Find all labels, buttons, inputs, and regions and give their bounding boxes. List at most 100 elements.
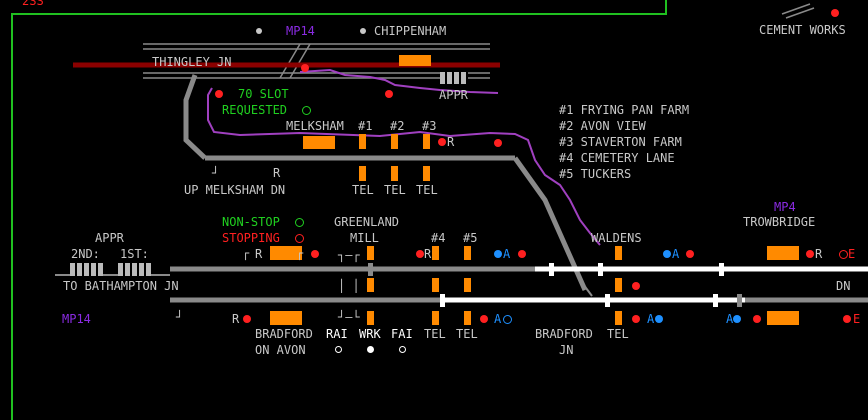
crossing-4-mid[interactable] (432, 278, 439, 292)
greenland-indicator-down[interactable] (367, 246, 374, 260)
berth-trowbridge-up[interactable] (767, 311, 799, 325)
crossing-1-tel-indicator[interactable] (359, 166, 366, 181)
mp14-marker: MP14 (286, 24, 315, 38)
block-sep-1 (549, 263, 554, 276)
appr-top-label: APPR (439, 88, 468, 102)
signal-trowbridge-r[interactable] (806, 250, 814, 258)
waldens-indicator-mid[interactable] (615, 278, 622, 292)
signal-mill-r[interactable] (416, 250, 424, 258)
signal-bradford-r2-letter: R (232, 312, 240, 326)
crossing-1-indicator[interactable] (359, 134, 366, 149)
tel-3: TEL (416, 183, 438, 197)
greenland-indicator-up[interactable] (367, 311, 374, 325)
signal-trowbridge-a-up[interactable] (733, 315, 741, 323)
appr-1st-blocks (118, 263, 151, 276)
appr-left-1st: 1ST: (120, 247, 149, 261)
chippenham-label: CHIPPENHAM (374, 24, 447, 38)
indicator-fai[interactable] (399, 346, 406, 353)
signal-thingley-red[interactable] (301, 64, 309, 72)
signal-trowbridge-west-up[interactable] (753, 315, 761, 323)
signal-mill-east[interactable] (518, 250, 526, 258)
crossing-4-indicator[interactable] (432, 246, 439, 260)
berth-trowbridge-down[interactable] (767, 246, 799, 260)
bradford-jn-line2: JN (559, 343, 574, 357)
crossing-2-tel-indicator[interactable] (391, 166, 398, 181)
berth-bradford-down[interactable] (270, 246, 302, 260)
signal-bradford-up[interactable] (243, 315, 251, 323)
signal-melksham-east[interactable] (494, 139, 502, 147)
slot-line1: 70 SLOT (238, 87, 289, 101)
crossing-1-label: #1 (358, 119, 373, 133)
greenland-indicator-mid[interactable] (367, 278, 374, 292)
legend-non-stop-icon (295, 218, 304, 227)
berth-bradford-up[interactable] (270, 311, 302, 325)
crossing-5-mid[interactable] (464, 278, 471, 292)
signal-melksham-r[interactable] (438, 138, 446, 146)
crossing-5-tel-indicator[interactable] (464, 311, 471, 325)
crossing-3-label: #3 (422, 119, 437, 133)
legend-crossing-3: #3 STAVERTON FARM (559, 135, 682, 149)
signal-bradford-down[interactable] (311, 250, 319, 258)
slot-indicator (302, 106, 311, 115)
signal-waldens-a-up[interactable] (655, 315, 663, 323)
indicator-wrk[interactable] (367, 346, 374, 353)
signal-trowbridge-r-letter: R (815, 247, 823, 261)
mp14-lower-marker: MP14 (62, 312, 91, 326)
crossing-2-label: #2 (390, 119, 405, 133)
greenland-points-top: ┐‒┌ (338, 248, 360, 262)
signal-bradford-r-letter: R (255, 247, 263, 261)
signal-waldens-a[interactable] (663, 250, 671, 258)
block-sep-7 (737, 294, 742, 307)
crossing-4-tel-indicator[interactable] (432, 311, 439, 325)
signal-waldens-up[interactable] (632, 315, 640, 323)
indicator-rai[interactable] (335, 346, 342, 353)
waldens-indicator-up[interactable] (615, 311, 622, 325)
block-sep-6 (713, 294, 718, 307)
signal-thingley-1[interactable] (256, 28, 262, 34)
signal-appr-top[interactable] (385, 90, 393, 98)
signal-mill-a2-ring (503, 315, 512, 324)
signal-waldens-east[interactable] (686, 250, 694, 258)
signal-melksham-r-letter: R (447, 135, 455, 149)
tel-1: TEL (352, 183, 374, 197)
tel-2: TEL (384, 183, 406, 197)
bradford-jn-tel: TEL (607, 327, 629, 341)
signal-chippenham-1[interactable] (360, 28, 366, 34)
block-sep-5 (605, 294, 610, 307)
berth-melksham[interactable] (303, 136, 335, 149)
cement-works-signal[interactable] (831, 9, 839, 17)
greenland-line1: GREENLAND (334, 215, 400, 229)
berth-chippenham[interactable] (399, 55, 431, 66)
signal-trowbridge-e-ring (839, 250, 848, 259)
mp4-marker: MP4 (774, 200, 796, 214)
signal-trowbridge-a-letter: A (726, 312, 734, 326)
bradford-jn-line1: BRADFORD (535, 327, 593, 341)
crossing-3-tel-indicator[interactable] (423, 166, 430, 181)
block-sep-4 (440, 294, 445, 307)
top-left-code: 2SS (22, 0, 44, 8)
indicator-rai-label: RAI (326, 327, 348, 341)
waldens-indicator-down[interactable] (615, 246, 622, 260)
bradford-avon-line1: BRADFORD (255, 327, 313, 341)
up-melksham-dn: UP MELKSHAM DN (184, 183, 286, 197)
appr-2nd-blocks (70, 263, 103, 276)
crossing-2-indicator[interactable] (391, 134, 398, 149)
signal-melksham-r2-letter: R (273, 166, 281, 180)
legend-crossing-5: #5 TUCKERS (559, 167, 632, 181)
signal-mill-a2-letter: A (494, 312, 502, 326)
signal-mill-a[interactable] (494, 250, 502, 258)
signal-trowbridge-e-up[interactable] (843, 315, 851, 323)
crossing-5-indicator[interactable] (464, 246, 471, 260)
greenland-line2: MILL (350, 231, 379, 245)
crossing-3-indicator[interactable] (423, 134, 430, 149)
signal-mill-up[interactable] (480, 315, 488, 323)
signal-slot[interactable] (215, 90, 223, 98)
crossing-5-label: #5 (463, 231, 478, 245)
trowbridge-label: TROWBRIDGE (743, 215, 816, 229)
cement-works-label: CEMENT WORKS (759, 23, 846, 37)
legend-crossing-1: #1 FRYING PAN FARM (559, 103, 690, 117)
bradford-avon-line2: ON AVON (255, 343, 306, 357)
signal-trowbridge-e-up-letter: E (853, 312, 861, 326)
signal-waldens-mid[interactable] (632, 282, 640, 290)
